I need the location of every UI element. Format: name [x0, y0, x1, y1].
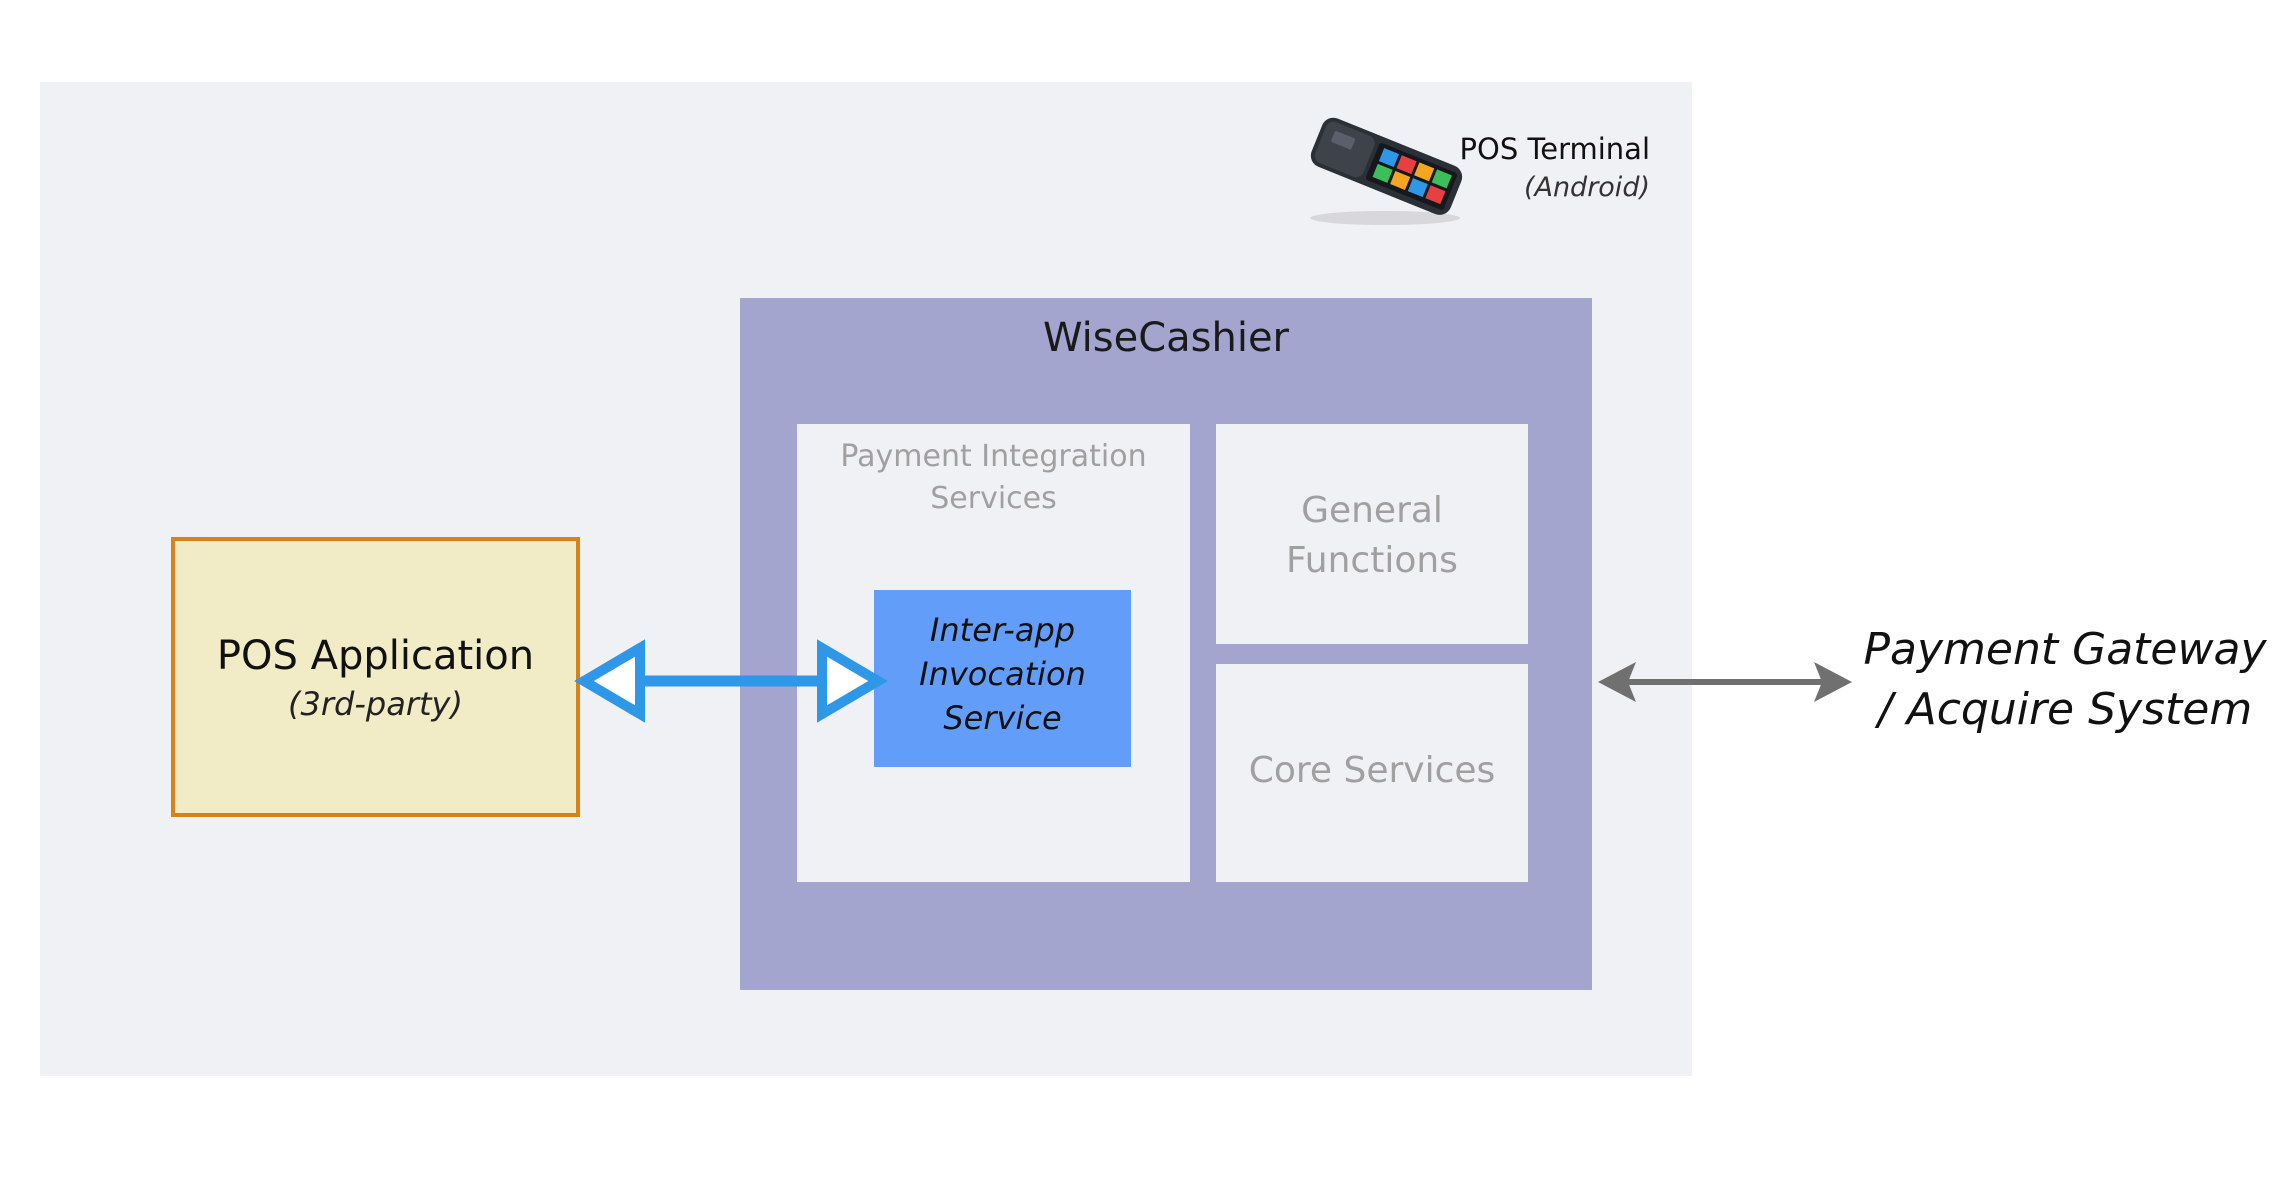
- pos-terminal-os-label: (Android): [1523, 172, 1650, 203]
- pos-application-box: [171, 537, 580, 817]
- pos-application-title: POS Application: [216, 633, 535, 679]
- inter-app-invocation-service-label: Inter-app Invocation Service: [919, 611, 1086, 737]
- pos-application-subtitle: (3rd-party): [288, 685, 463, 723]
- pos-terminal-device-icon: [1310, 117, 1463, 225]
- general-functions-label: General Functions: [1286, 490, 1458, 581]
- gateway-connector-arrow: [1598, 662, 1852, 702]
- inter-app-connector-arrow: [574, 639, 888, 723]
- payment-integration-services-title: Payment Integration Services: [840, 439, 1147, 516]
- wisecashier-title: WiseCashier: [1042, 315, 1290, 361]
- general-functions-box: [1216, 424, 1528, 644]
- payment-gateway-label: Payment Gateway / Acquire System: [1863, 624, 2267, 735]
- core-services-label: Core Services: [1248, 750, 1496, 791]
- inter-app-invocation-service-box: [874, 590, 1131, 767]
- pos-terminal-label: POS Terminal: [1459, 132, 1651, 166]
- core-services-box: [1216, 664, 1528, 882]
